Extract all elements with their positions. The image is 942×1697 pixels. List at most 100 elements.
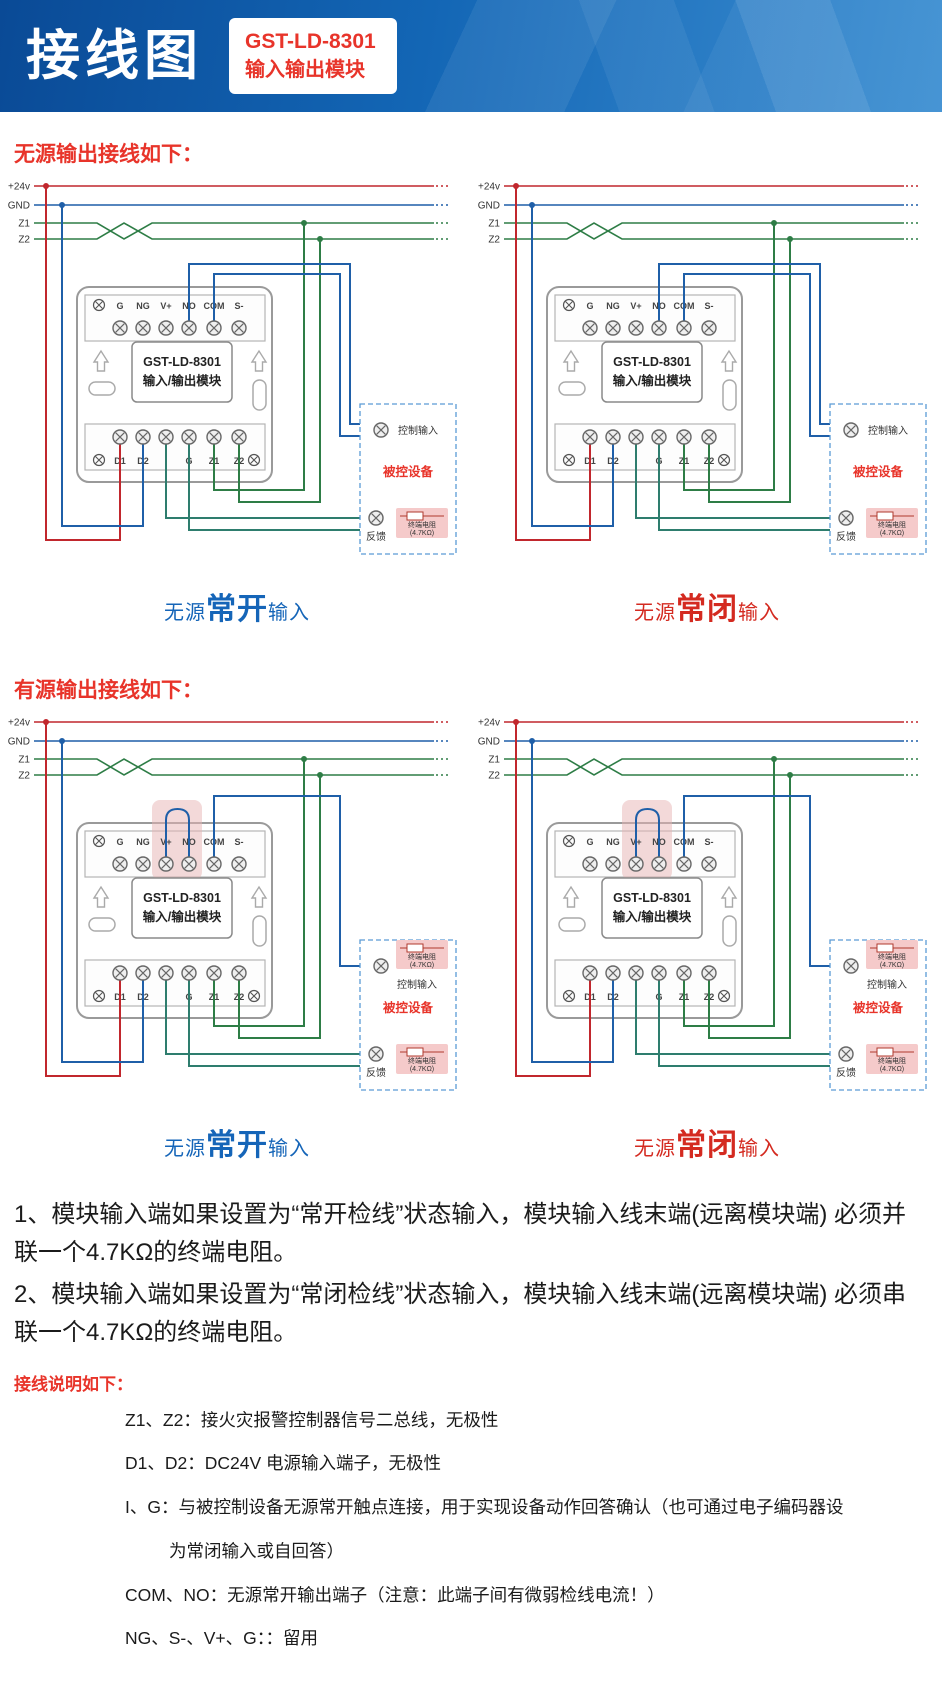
screw-slot: [841, 1049, 851, 1059]
screw-slot: [371, 1049, 381, 1059]
terminal-label-top: V+: [160, 301, 171, 311]
cross-mark-icon: [562, 834, 576, 848]
screw-slot: [371, 513, 381, 523]
module-nameplate: [131, 341, 233, 403]
bus-label: GND: [8, 201, 30, 212]
controlled-device-title: 被控设备: [383, 464, 434, 479]
bus-line-twisted: [34, 222, 434, 240]
terminal-label-top: G: [116, 837, 123, 847]
bus-label: +24v: [478, 718, 500, 729]
terminal-label-top: NG: [606, 301, 620, 311]
bus-label: GND: [478, 737, 500, 748]
cross-mark-slot: [250, 456, 258, 464]
screw-slot: [631, 968, 641, 978]
wire-gnd-to-d2: [531, 205, 614, 527]
wire-g-to-feedback: [658, 437, 830, 531]
resistor-label: 终端电阻: [408, 520, 436, 529]
model-number: GST-LD-8301: [245, 30, 376, 54]
bus-label: GND: [8, 737, 30, 748]
controlled-device-title: 被控设备: [853, 464, 904, 479]
screw-slot: [209, 968, 219, 978]
note-line-2: 2、模块输入端如果设置为“常闭检线”状态输入，模块输入线末端(远离模块端) 必须…: [14, 1280, 906, 1346]
caption-text: 输入: [268, 1138, 310, 1160]
terminal-label-top: S-: [235, 837, 244, 847]
bus-label: Z2: [488, 771, 500, 782]
screw-slot: [184, 432, 194, 442]
resistor-symbol: [876, 943, 894, 953]
resistor-value: (4.7KΩ): [880, 962, 904, 969]
cross-mark-icon: [247, 989, 261, 1003]
screw-slot: [704, 968, 714, 978]
wire-i-to-feedback: [635, 437, 830, 519]
instruction-item: D1、D2：DC24V 电源输入端子，无极性: [125, 1453, 442, 1474]
screw-slot: [115, 432, 125, 442]
section-title-passive: 无源输出接线如下：: [14, 143, 203, 166]
up-arrow-icon: [562, 349, 580, 372]
caption-emphasis: 常闭: [676, 593, 738, 626]
screw-slot: [679, 859, 689, 869]
module-name: GST-LD-8301: [143, 355, 221, 369]
screw-slot: [704, 432, 714, 442]
cross-mark-icon: [92, 989, 106, 1003]
wire-gnd-to-d2: [531, 741, 614, 1063]
screw-slot: [704, 323, 714, 333]
terminal-label-top: NG: [606, 837, 620, 847]
instruction-list: Z1、Z2：接火灾报警控制器信号二总线，无极性 D1、D2：DC24V 电源输入端…: [0, 1409, 942, 1697]
screw-slot: [608, 432, 618, 442]
screw-slot: [654, 968, 664, 978]
wire-com-to-control: [683, 795, 843, 967]
caption-text: 无源: [634, 1138, 676, 1160]
screw-slot: [654, 323, 664, 333]
cross-mark-icon: [717, 989, 731, 1003]
resistor-symbol: [406, 943, 424, 953]
feedback-label: 反馈: [836, 530, 856, 543]
module-nameplate: [601, 877, 703, 939]
bus-label: Z1: [488, 755, 500, 766]
resistor-label: 终端电阻: [878, 1056, 906, 1065]
bus-label: Z1: [488, 219, 500, 230]
screw-slot: [138, 859, 148, 869]
terminal-label-top: V+: [630, 301, 641, 311]
up-arrow-icon: [562, 885, 580, 908]
terminal-label-top: S-: [235, 301, 244, 311]
screw-slot: [631, 859, 641, 869]
resistor-value: (4.7KΩ): [880, 530, 904, 537]
resistor-value: (4.7KΩ): [410, 530, 434, 537]
bus-line-twisted: [504, 222, 904, 240]
cross-mark-slot: [95, 301, 103, 309]
module-type: 输入/输出模块: [613, 909, 692, 924]
note-line-1: 1、模块输入端如果设置为“常开检线”状态输入，模块输入线末端(远离模块端) 必须…: [14, 1201, 906, 1266]
screw-slot: [161, 859, 171, 869]
resistor-label: 终端电阻: [878, 520, 906, 529]
terminal-label-top: NG: [136, 301, 150, 311]
screw-slot: [184, 859, 194, 869]
wire-jumper-vplus-no: [635, 807, 660, 858]
screw-slot: [138, 323, 148, 333]
bus-line-twisted: [504, 222, 904, 240]
screw-slot: [115, 323, 125, 333]
wire-g-to-feedback: [188, 437, 360, 531]
screw-slot: [631, 323, 641, 333]
wire-24v-to-d1: [515, 186, 591, 541]
screw-slot: [161, 968, 171, 978]
screw-slot: [654, 432, 664, 442]
wiring-notes-title: 接线说明如下：: [14, 1374, 133, 1394]
screw-slot: [234, 859, 244, 869]
screw-slot: [679, 968, 689, 978]
screw-slot: [115, 859, 125, 869]
caption-text: 输入: [738, 602, 780, 624]
bus-line-twisted: [34, 758, 434, 776]
cross-mark-slot: [95, 456, 103, 464]
terminal-label-top: S-: [705, 301, 714, 311]
caption-text: 输入: [738, 1138, 780, 1160]
screw-slot: [115, 968, 125, 978]
instruction-item: Z1、Z2：接火灾报警控制器信号二总线，无极性: [125, 1409, 499, 1430]
screw-slot: [209, 323, 219, 333]
screw-slot: [846, 961, 856, 971]
bus-line-twisted: [34, 758, 434, 776]
